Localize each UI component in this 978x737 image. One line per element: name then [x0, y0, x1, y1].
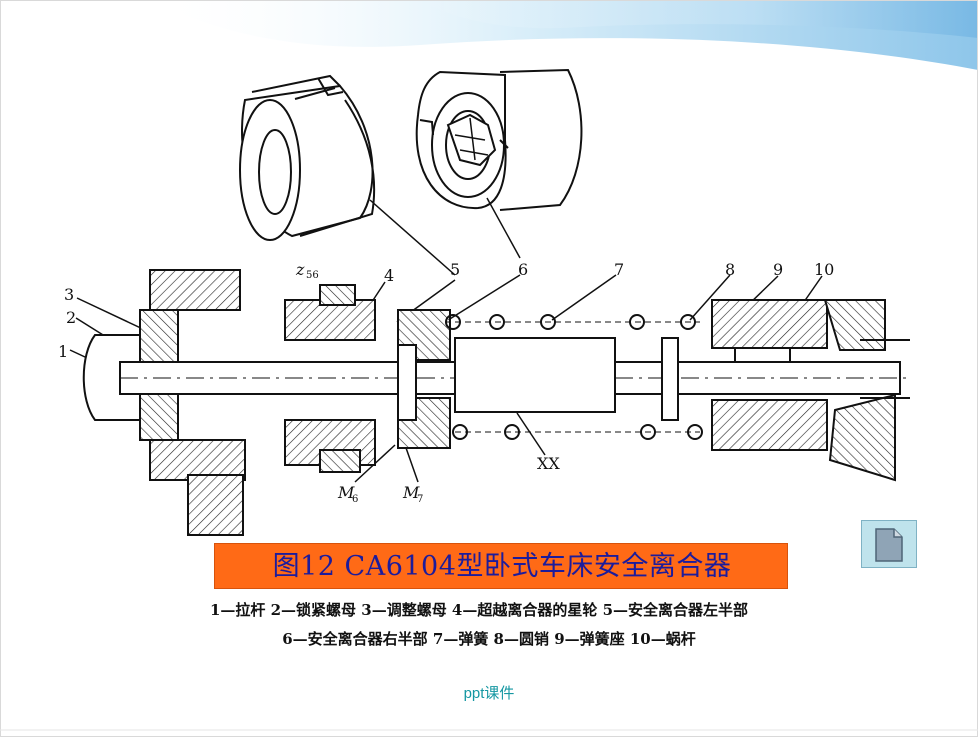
clutch-right-half-isometric: [415, 68, 583, 211]
label-5: 5: [450, 260, 460, 279]
document-icon: [875, 528, 903, 562]
label-z56: z: [295, 260, 305, 279]
clutch-left-half-isometric: [239, 74, 376, 241]
figure-caption: 图12 CA6104型卧式车床安全离合器: [272, 551, 732, 582]
label-2: 2: [66, 308, 76, 327]
figure-caption-bar: 图12 CA6104型卧式车床安全离合器: [214, 543, 788, 589]
label-10: 10: [814, 260, 834, 279]
label-m6: M: [337, 483, 355, 502]
label-m7-sub: 7: [417, 494, 423, 505]
part-labels: 3 2 1 4 5 6 7 8 9 10 z 56 XX M 6 M 7: [58, 260, 834, 505]
label-m7: M: [402, 483, 420, 502]
label-xx: XX: [537, 454, 560, 473]
document-button[interactable]: [861, 520, 917, 568]
label-7: 7: [614, 260, 624, 279]
footer-text: ppt课件: [463, 685, 515, 702]
parts-legend-line-1: 1—拉杆 2—锁紧螺母 3—调整螺母 4—超越离合器的星轮 5—安全离合器左半部: [209, 601, 749, 619]
label-6: 6: [518, 260, 528, 279]
label-3: 3: [64, 285, 74, 304]
parts-legend-line-2: 6—安全离合器右半部 7—弹簧 8—圆销 9—弹簧座 10—蜗杆: [282, 630, 696, 648]
label-4: 4: [384, 266, 394, 285]
label-9: 9: [773, 260, 783, 279]
label-8: 8: [725, 260, 735, 279]
label-z56-sub: 56: [306, 270, 319, 281]
label-m6-sub: 6: [352, 494, 358, 505]
label-1: 1: [58, 342, 68, 361]
